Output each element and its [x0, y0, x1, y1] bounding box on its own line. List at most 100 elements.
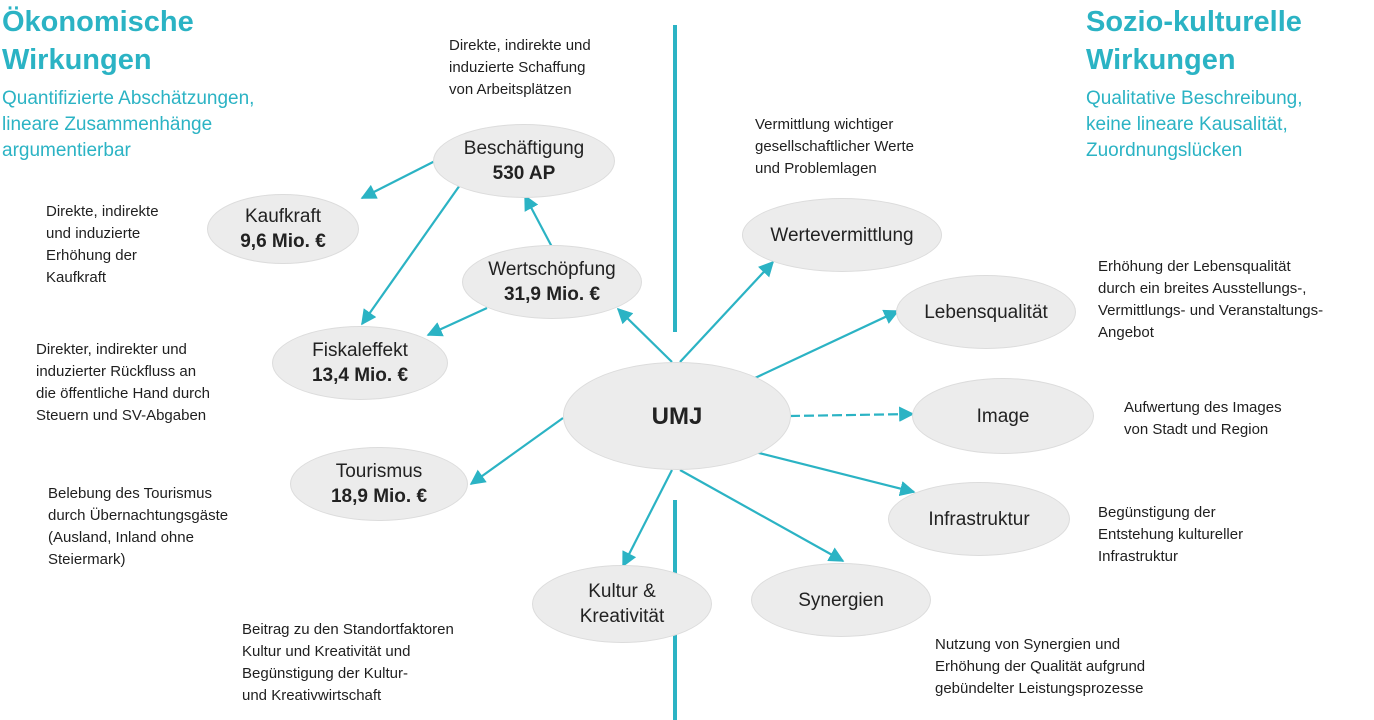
- note-tourismus-line: durch Übernachtungsgäste: [48, 507, 229, 524]
- node-tourismus-value: 18,9 Mio. €: [330, 486, 428, 507]
- arrow-beschaeftigung-kaufkraft: [360, 159, 438, 199]
- note-kultur-line: und Kreativwirtschaft: [242, 687, 382, 704]
- note-kaufkraft-line: Kaufkraft: [46, 269, 107, 286]
- node-lebensqualitaet: Lebensqualität: [896, 275, 1076, 349]
- note-wertevermittlung-line: Vermittlung wichtiger: [755, 116, 894, 133]
- note-wertevermittlung-line: und Problemlagen: [755, 160, 877, 177]
- note-kaufkraft-line: und induzierte: [46, 225, 141, 242]
- note-fiskaleffekt-line: Steuern und SV-Abgaben: [36, 407, 207, 424]
- node-wertschoepfung: Wertschöpfung 31,9 Mio. €: [462, 245, 642, 319]
- node-wertschoepfung-label: Wertschöpfung: [488, 259, 616, 280]
- node-kultur-label-line1: Kultur &: [588, 581, 656, 602]
- note-synergien-line: Nutzung von Synergien und: [935, 636, 1121, 653]
- note-beschaeftigung-line: von Arbeitsplätzen: [449, 81, 572, 98]
- note-wertevermittlung: Vermittlung wichtiger gesellschaftlicher…: [755, 114, 914, 180]
- node-kultur-label-line2: Kreativität: [579, 606, 665, 627]
- arrow-umj-synergien: [679, 469, 845, 562]
- note-infrastruktur-line: Begünstigung der: [1098, 504, 1216, 521]
- node-infrastruktur: Infrastruktur: [888, 482, 1070, 556]
- note-kultur-line: Kultur und Kreativität und: [242, 643, 411, 660]
- arrow-umj-infrastruktur: [754, 450, 916, 497]
- note-synergien: Nutzung von Synergien und Erhöhung der Q…: [935, 634, 1145, 700]
- note-kaufkraft: Direkte, indirekte und induzierte Erhöhu…: [46, 201, 159, 289]
- left-title-line2: Wirkungen: [2, 44, 152, 76]
- right-title: Sozio-kulturelle Wirkungen: [1086, 3, 1302, 79]
- node-tourismus: Tourismus 18,9 Mio. €: [290, 447, 468, 521]
- arrow-umj-wertschoepfung: [616, 307, 673, 363]
- right-title-line1: Sozio-kulturelle: [1086, 6, 1302, 38]
- node-beschaeftigung: Beschäftigung 530 AP: [433, 124, 615, 198]
- note-lebensqualitaet: Erhöhung der Lebensqualität durch ein br…: [1098, 256, 1323, 344]
- node-umj: UMJ: [563, 362, 791, 470]
- note-fiskaleffekt-line: induzierter Rückfluss an: [36, 363, 197, 380]
- left-subtitle-line2: lineare Zusammenhänge: [2, 114, 213, 135]
- note-synergien-line: Erhöhung der Qualität aufgrund: [935, 658, 1146, 675]
- note-synergien-line: gebündelter Leistungsprozesse: [935, 680, 1144, 697]
- node-beschaeftigung-label: Beschäftigung: [463, 138, 585, 159]
- arrow-beschaeftigung-fiskaleffekt: [361, 184, 461, 326]
- arrow-wertschoepfung-fiskaleffekt: [426, 306, 488, 337]
- note-beschaeftigung-line: induzierte Schaffung: [449, 59, 586, 76]
- node-fiskaleffekt-label: Fiskaleffekt: [312, 340, 408, 361]
- node-lebensqualitaet-label: Lebensqualität: [924, 301, 1048, 323]
- left-subtitle-line1: Quantifizierte Abschätzungen,: [2, 88, 255, 109]
- node-wertschoepfung-value: 31,9 Mio. €: [503, 284, 601, 305]
- node-synergien: Synergien: [751, 563, 931, 637]
- right-subtitle-line1: Qualitative Beschreibung,: [1086, 88, 1303, 109]
- arrow-wertschoepfung-beschaeftigung: [524, 194, 553, 248]
- note-fiskaleffekt: Direkter, indirekter und induzierter Rüc…: [36, 339, 210, 427]
- node-kaufkraft: Kaufkraft 9,6 Mio. €: [207, 194, 359, 264]
- note-infrastruktur-line: Entstehung kultureller: [1098, 526, 1244, 543]
- note-tourismus-line: Steiermark): [48, 551, 126, 568]
- node-fiskaleffekt: Fiskaleffekt 13,4 Mio. €: [272, 326, 448, 400]
- node-wertevermittlung-label: Wertevermittlung: [770, 224, 914, 246]
- note-wertevermittlung-line: gesellschaftlicher Werte: [755, 138, 914, 155]
- right-subtitle: Qualitative Beschreibung, keine lineare …: [1086, 86, 1303, 164]
- note-lebensqualitaet-line: Angebot: [1098, 324, 1154, 341]
- note-lebensqualitaet-line: Vermittlungs- und Veranstaltungs-: [1098, 302, 1324, 319]
- note-image-line: Aufwertung des Images: [1124, 399, 1282, 416]
- left-title: Ökonomische Wirkungen: [2, 3, 194, 79]
- node-kaufkraft-value: 9,6 Mio. €: [240, 231, 326, 252]
- left-title-line1: Ökonomische: [2, 6, 194, 38]
- node-image-label: Image: [976, 405, 1030, 427]
- node-infrastruktur-label: Infrastruktur: [928, 508, 1030, 530]
- node-image: Image: [912, 378, 1094, 454]
- note-infrastruktur: Begünstigung der Entstehung kultureller …: [1098, 502, 1243, 568]
- note-image-line: von Stadt und Region: [1124, 421, 1269, 438]
- note-tourismus: Belebung des Tourismus durch Übernachtun…: [48, 483, 228, 571]
- note-kultur-line: Beitrag zu den Standortfaktoren: [242, 621, 454, 638]
- note-fiskaleffekt-line: Direkter, indirekter und: [36, 341, 187, 358]
- left-subtitle-line3: argumentierbar: [2, 140, 131, 161]
- note-beschaeftigung: Direkte, indirekte und induzierte Schaff…: [449, 35, 591, 101]
- arrow-umj-lebensqualitaet: [754, 309, 900, 379]
- note-image: Aufwertung des Images von Stadt und Regi…: [1124, 397, 1282, 441]
- note-lebensqualitaet-line: durch ein breites Ausstellungs-,: [1098, 280, 1307, 297]
- node-fiskaleffekt-value: 13,4 Mio. €: [311, 365, 409, 386]
- right-subtitle-line3: Zuordnungslücken: [1086, 140, 1243, 161]
- left-subtitle: Quantifizierte Abschätzungen, lineare Zu…: [2, 86, 254, 164]
- node-kaufkraft-label: Kaufkraft: [244, 206, 322, 227]
- right-title-line2: Wirkungen: [1086, 44, 1236, 76]
- arrow-umj-image: [789, 406, 915, 422]
- note-kultur-line: Begünstigung der Kultur-: [242, 665, 408, 682]
- arrow-umj-kultur: [622, 469, 673, 568]
- arrow-umj-tourismus: [469, 417, 564, 485]
- arrow-umj-wertevermittlung: [679, 260, 775, 363]
- note-kaufkraft-line: Erhöhung der: [46, 247, 137, 264]
- node-wertevermittlung: Wertevermittlung: [742, 198, 942, 272]
- node-umj-label: UMJ: [651, 402, 703, 430]
- note-infrastruktur-line: Infrastruktur: [1098, 548, 1179, 565]
- note-tourismus-line: Belebung des Tourismus: [48, 485, 212, 502]
- right-subtitle-line2: keine lineare Kausalität,: [1086, 114, 1288, 135]
- node-tourismus-label: Tourismus: [335, 461, 423, 482]
- note-kaufkraft-line: Direkte, indirekte: [46, 203, 159, 220]
- node-beschaeftigung-value: 530 AP: [492, 163, 556, 184]
- node-kultur: Kultur & Kreativität: [532, 565, 712, 643]
- note-beschaeftigung-line: Direkte, indirekte und: [449, 37, 591, 54]
- note-fiskaleffekt-line: die öffentliche Hand durch: [36, 385, 211, 402]
- note-lebensqualitaet-line: Erhöhung der Lebensqualität: [1098, 258, 1291, 275]
- note-kultur: Beitrag zu den Standortfaktoren Kultur u…: [242, 619, 454, 707]
- node-synergien-label: Synergien: [798, 589, 884, 611]
